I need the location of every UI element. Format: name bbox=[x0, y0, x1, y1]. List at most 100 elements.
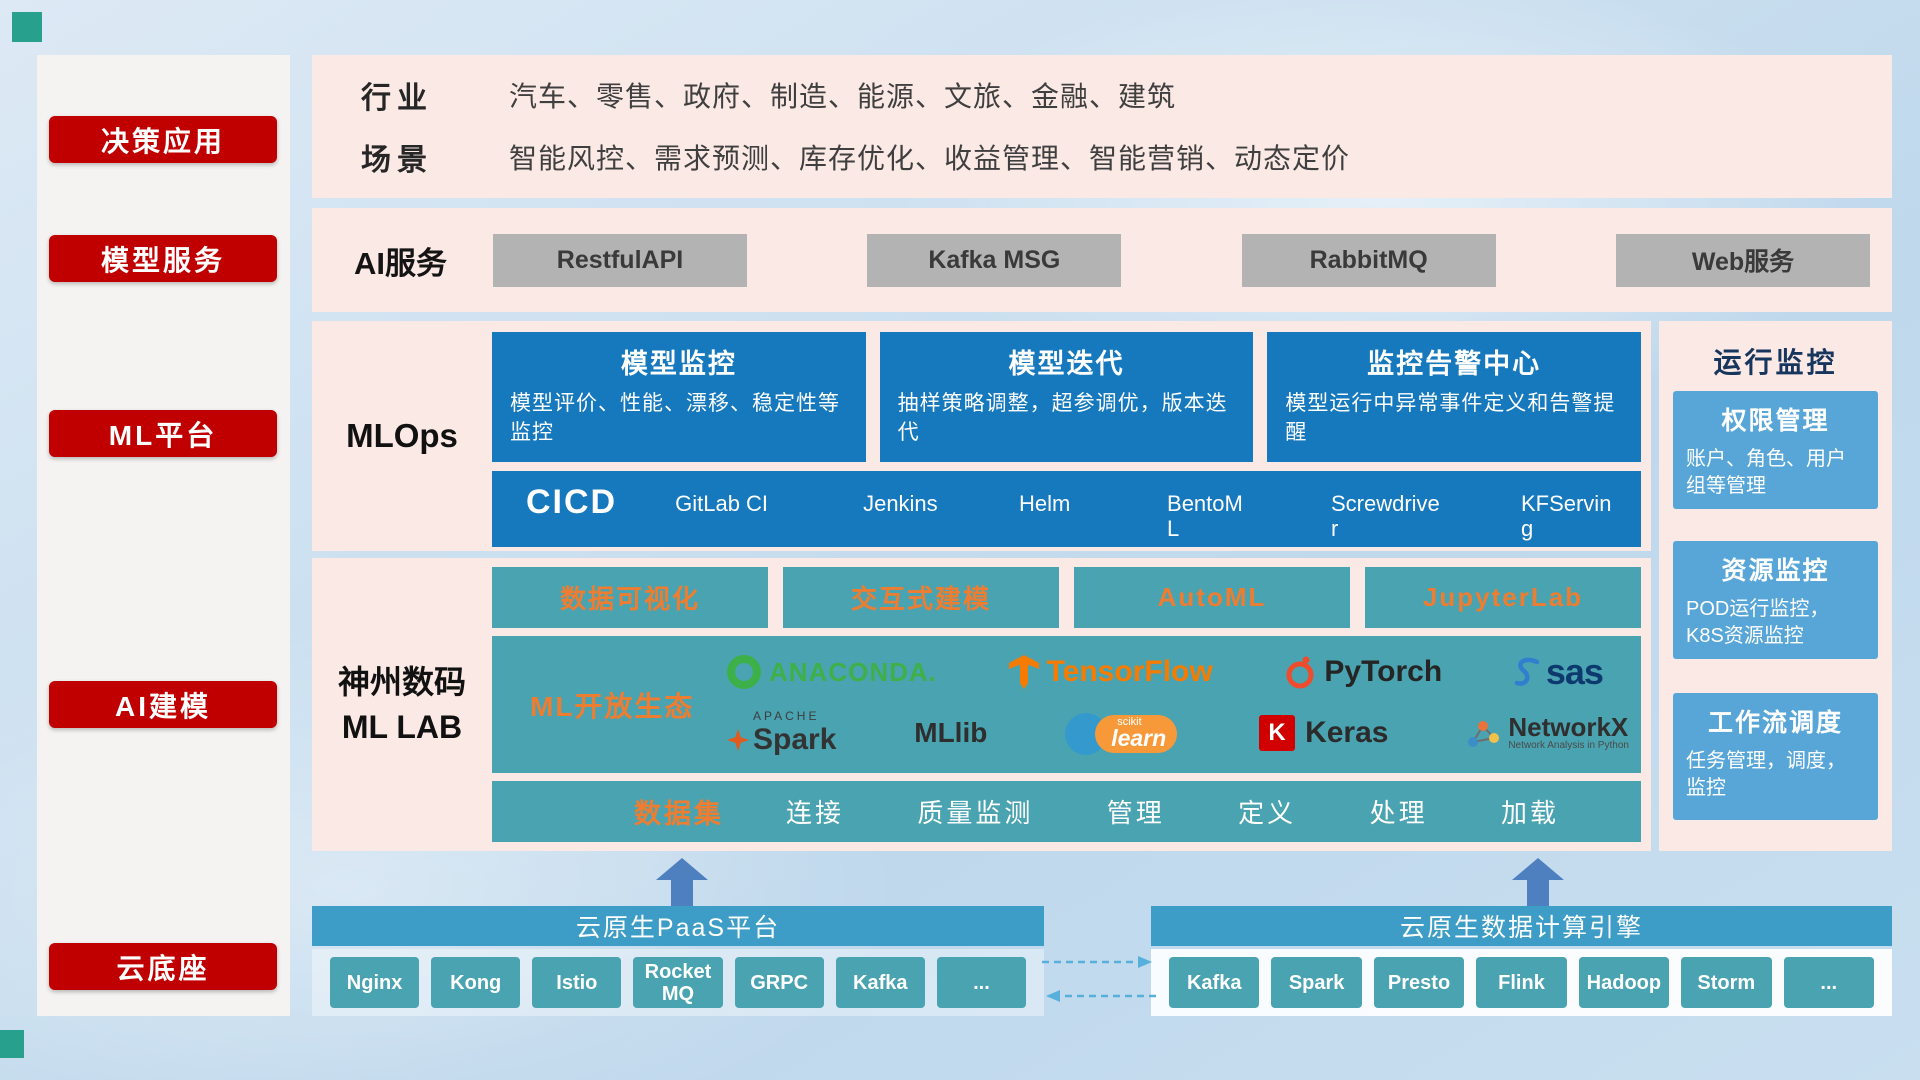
industry-list: 汽车、零售、政府、制造、能源、文旅、金融、建筑 bbox=[509, 81, 1177, 112]
mllib-logo: MLlib bbox=[914, 717, 987, 749]
paas-more-button: ... bbox=[936, 957, 1026, 1008]
logo-row-2: APACHE Spark MLlib scikit learn bbox=[727, 708, 1629, 758]
alert-center-card: 监控告警中心 模型运行中异常事件定义和告警提醒 bbox=[1267, 332, 1642, 462]
paas-bar: 云原生PaaS平台 bbox=[312, 906, 1044, 946]
kong-button: Kong bbox=[431, 957, 521, 1008]
spark-engine-button: Spark bbox=[1271, 957, 1362, 1008]
ml-lab-panel: 神州数码 ML LAB 数据可视化 交互式建模 AutoML JupyterLa… bbox=[312, 558, 1651, 851]
kafka-button: Kafka bbox=[835, 957, 925, 1008]
cicd-tools: GitLab CI Jenkins Helm BentoML Screwdriv… bbox=[675, 483, 1617, 542]
pytorch-logo: PyTorch bbox=[1284, 654, 1442, 690]
dataset-item-load: 加载 bbox=[1500, 798, 1559, 828]
dataset-row: 数据集 连接 质量监测 管理 定义 处理 加载 bbox=[492, 781, 1641, 842]
resource-monitor-desc: POD运行监控，K8S资源监控 bbox=[1686, 598, 1830, 647]
kafka-engine-button: Kafka bbox=[1169, 957, 1260, 1008]
model-iteration-desc: 抽样策略调整，超参调优，版本迭代 bbox=[897, 392, 1228, 444]
sas-wordmark: sas bbox=[1545, 651, 1604, 692]
bentoml-item: BentoML bbox=[1167, 491, 1243, 542]
permission-mgmt-card: 权限管理 账户、角色、用户组等管理 bbox=[1673, 391, 1878, 509]
dataset-label: 数据集 bbox=[634, 799, 724, 829]
resource-monitor-title: 资源监控 bbox=[1721, 557, 1830, 585]
alert-center-title: 监控告警中心 bbox=[1367, 349, 1542, 379]
rocketmq-button: RocketMQ bbox=[633, 957, 723, 1008]
mllib-wordmark: MLlib bbox=[914, 717, 988, 748]
sidebar-item-cloud-base: 云底座 bbox=[49, 943, 277, 990]
anaconda-logo: ANACONDA. bbox=[727, 655, 937, 689]
tensorflow-logo: TensorFlow bbox=[1008, 655, 1213, 689]
cicd-bar: CICD GitLab CI Jenkins Helm BentoML Scre… bbox=[492, 471, 1641, 547]
spark-logo: APACHE Spark bbox=[727, 709, 836, 757]
sas-icon bbox=[1514, 657, 1540, 686]
ai-service-buttons: RestfulAPI Kafka MSG RabbitMQ Web服务 bbox=[493, 208, 1870, 312]
gitlab-ci-item: GitLab CI bbox=[675, 491, 769, 516]
industry-label: 行业 bbox=[361, 82, 433, 115]
cicd-label: CICD bbox=[526, 483, 618, 521]
scenario-label: 场景 bbox=[361, 144, 433, 177]
scikit-label: scikit bbox=[1117, 716, 1142, 728]
corner-square-top bbox=[12, 12, 42, 42]
scikit-learn-orange-icon bbox=[1095, 715, 1178, 753]
automl-button: AutoML bbox=[1074, 567, 1350, 628]
keras-wordmark: Keras bbox=[1305, 716, 1389, 749]
networkx-subtitle: Network Analysis in Python bbox=[1508, 740, 1629, 752]
mlops-panel: MLOps 模型监控 模型评价、性能、漂移、稳定性等监控 模型迭代 抽样策略调整… bbox=[312, 321, 1651, 551]
dataset-item-quality: 质量监测 bbox=[917, 798, 1034, 828]
ml-ecosystem-logos: ANACONDA. TensorFlow PyTorch sas bbox=[727, 636, 1629, 773]
kfserving-item: KFServing bbox=[1520, 491, 1612, 542]
workflow-scheduler-title: 工作流调度 bbox=[1707, 709, 1843, 737]
model-monitoring-desc: 模型评价、性能、漂移、稳定性等监控 bbox=[510, 392, 840, 444]
ml-ecosystem-label: ML开放生态 bbox=[530, 690, 695, 722]
dataset-item-connect: 连接 bbox=[786, 798, 845, 828]
engine-more-button: ... bbox=[1783, 957, 1874, 1008]
spark-icon bbox=[727, 729, 749, 751]
mlops-cards: 模型监控 模型评价、性能、漂移、稳定性等监控 模型迭代 抽样策略调整，超参调优，… bbox=[492, 332, 1642, 462]
engine-components: Kafka Spark Presto Flink Hadoop Storm ..… bbox=[1151, 949, 1892, 1016]
scikit-learn-logo: scikit learn bbox=[1065, 708, 1181, 758]
sidebar-item-ai-modeling: AI建模 bbox=[49, 681, 277, 728]
ml-lab-tool-buttons: 数据可视化 交互式建模 AutoML JupyterLab bbox=[492, 567, 1641, 628]
left-sidebar bbox=[37, 55, 290, 1016]
ml-lab-label-line2: ML LAB bbox=[341, 708, 463, 745]
scenario-row: 场景 智能风控、需求预测、库存优化、收益管理、智能营销、动态定价 bbox=[312, 131, 1892, 183]
storm-button: Storm bbox=[1681, 957, 1772, 1008]
run-monitoring-panel: 运行监控 权限管理 账户、角色、用户组等管理 资源监控 POD运行监控，K8S资… bbox=[1659, 321, 1892, 851]
anaconda-icon bbox=[727, 655, 761, 689]
scenario-list: 智能风控、需求预测、库存优化、收益管理、智能营销、动态定价 bbox=[509, 143, 1351, 174]
learn-wordmark: learn bbox=[1111, 725, 1167, 751]
sidebar-item-decision-apps: 决策应用 bbox=[49, 116, 277, 163]
nginx-button: Nginx bbox=[330, 957, 420, 1008]
istio-button: Istio bbox=[532, 957, 622, 1008]
tensorflow-wordmark: TensorFlow bbox=[1046, 655, 1213, 688]
spark-main: Spark bbox=[727, 723, 836, 757]
networkx-wordmark: NetworkX bbox=[1508, 712, 1629, 743]
helm-item: Helm bbox=[1019, 491, 1071, 516]
run-monitoring-title: 运行监控 bbox=[1713, 347, 1838, 378]
kafka-msg-button: Kafka MSG bbox=[867, 233, 1122, 287]
ml-lab-label: 神州数码 ML LAB bbox=[312, 558, 492, 851]
dataset-item-manage: 管理 bbox=[1106, 798, 1165, 828]
sidebar-item-ml-platform: ML平台 bbox=[49, 410, 277, 457]
keras-icon: K bbox=[1259, 715, 1296, 751]
model-monitoring-title: 模型监控 bbox=[620, 349, 737, 379]
keras-logo: K Keras bbox=[1259, 715, 1388, 751]
ai-service-label: AI服务 bbox=[354, 245, 447, 281]
presto-button: Presto bbox=[1373, 957, 1465, 1008]
networkx-logo: NetworkX Network Analysis in Python bbox=[1466, 712, 1629, 752]
tensorflow-icon bbox=[1008, 655, 1039, 689]
model-iteration-card: 模型迭代 抽样策略调整，超参调优，版本迭代 bbox=[879, 332, 1254, 462]
networkx-text-block: NetworkX Network Analysis in Python bbox=[1508, 712, 1629, 752]
workflow-scheduler-card: 工作流调度 任务管理，调度，监控 bbox=[1673, 693, 1878, 820]
screwdriver-item: Screwdriver bbox=[1330, 491, 1440, 542]
dataset-items: 连接 质量监测 管理 定义 处理 加载 bbox=[786, 793, 1559, 830]
logo-row-1: ANACONDA. TensorFlow PyTorch sas bbox=[727, 651, 1629, 693]
web-service-button: Web服务 bbox=[1615, 233, 1870, 287]
hadoop-button: Hadoop bbox=[1578, 957, 1670, 1008]
apache-label: APACHE bbox=[753, 709, 820, 723]
model-iteration-title: 模型迭代 bbox=[1008, 349, 1125, 379]
sidebar-item-model-service: 模型服务 bbox=[49, 235, 277, 282]
up-arrow-paas bbox=[656, 858, 708, 908]
networkx-icon bbox=[1468, 720, 1500, 747]
up-arrow-engine bbox=[1512, 858, 1564, 908]
dataset-item-process: 处理 bbox=[1369, 798, 1428, 828]
